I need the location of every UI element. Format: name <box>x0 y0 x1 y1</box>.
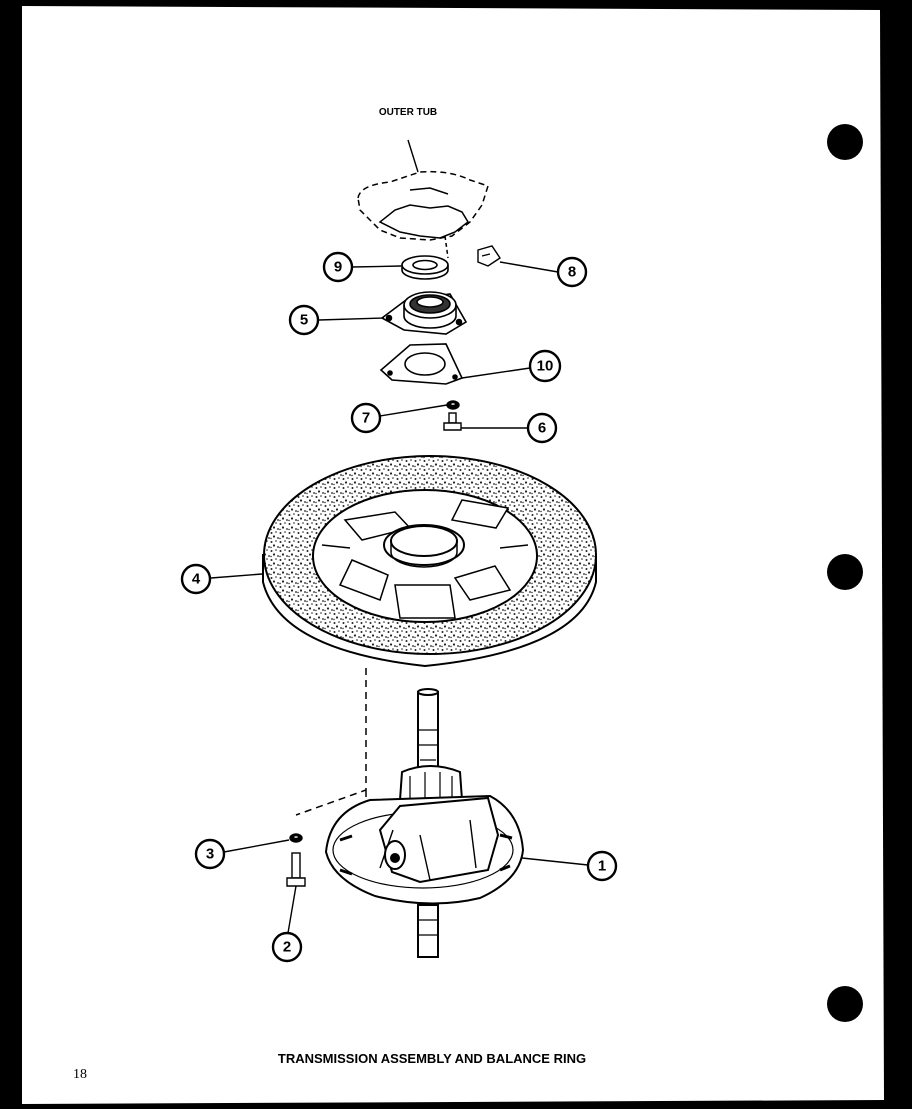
part-2-bolt <box>286 852 306 887</box>
part-9-seal <box>401 255 449 280</box>
callout-10: 10 <box>528 349 562 383</box>
svg-text:5: 5 <box>300 312 308 329</box>
svg-text:2: 2 <box>283 939 291 956</box>
outer-tub-leader <box>407 139 419 173</box>
svg-text:6: 6 <box>538 420 546 437</box>
leader-10 <box>461 367 531 379</box>
callout-6: 6 <box>526 412 558 444</box>
binder-hole <box>827 124 863 160</box>
callout-4: 4 <box>180 563 212 595</box>
svg-text:8: 8 <box>568 264 576 281</box>
callout-9: 9 <box>322 251 354 283</box>
callout-2: 2 <box>271 931 303 963</box>
svg-text:4: 4 <box>192 571 201 588</box>
part-3-washer <box>289 833 303 843</box>
svg-text:3: 3 <box>206 846 214 863</box>
callout-7: 7 <box>350 402 382 434</box>
part-5-bearing-housing <box>380 291 468 335</box>
leader-9 <box>351 265 402 268</box>
svg-text:7: 7 <box>362 410 370 427</box>
callout-5: 5 <box>288 304 320 336</box>
part-8-nut <box>477 245 501 267</box>
binder-hole <box>827 986 863 1022</box>
part-10-gasket <box>379 343 464 385</box>
leader-7 <box>379 404 448 417</box>
diagram-title: TRANSMISSION ASSEMBLY AND BALANCE RING <box>278 1051 586 1066</box>
leader-1 <box>521 857 589 866</box>
part-1-transmission <box>324 688 525 958</box>
page-number: 18 <box>73 1067 87 1082</box>
callout-8: 8 <box>556 256 588 288</box>
binder-hole <box>827 554 863 590</box>
leader-5 <box>318 317 385 321</box>
svg-text:10: 10 <box>537 358 554 375</box>
leader-3 <box>223 839 290 853</box>
leader-2 <box>287 885 297 934</box>
part-4-balance-ring <box>262 455 597 668</box>
callout-1: 1 <box>586 850 618 882</box>
leader-4 <box>210 573 263 579</box>
leader-8 <box>499 261 559 273</box>
svg-text:9: 9 <box>334 259 342 276</box>
outer-tub-label: OUTER TUB <box>379 107 437 118</box>
part-6-screw <box>443 412 462 431</box>
callout-3: 3 <box>194 838 226 870</box>
svg-text:1: 1 <box>598 858 606 875</box>
outer-tub-phantom <box>357 170 489 259</box>
part-7-lockwasher <box>446 400 460 410</box>
